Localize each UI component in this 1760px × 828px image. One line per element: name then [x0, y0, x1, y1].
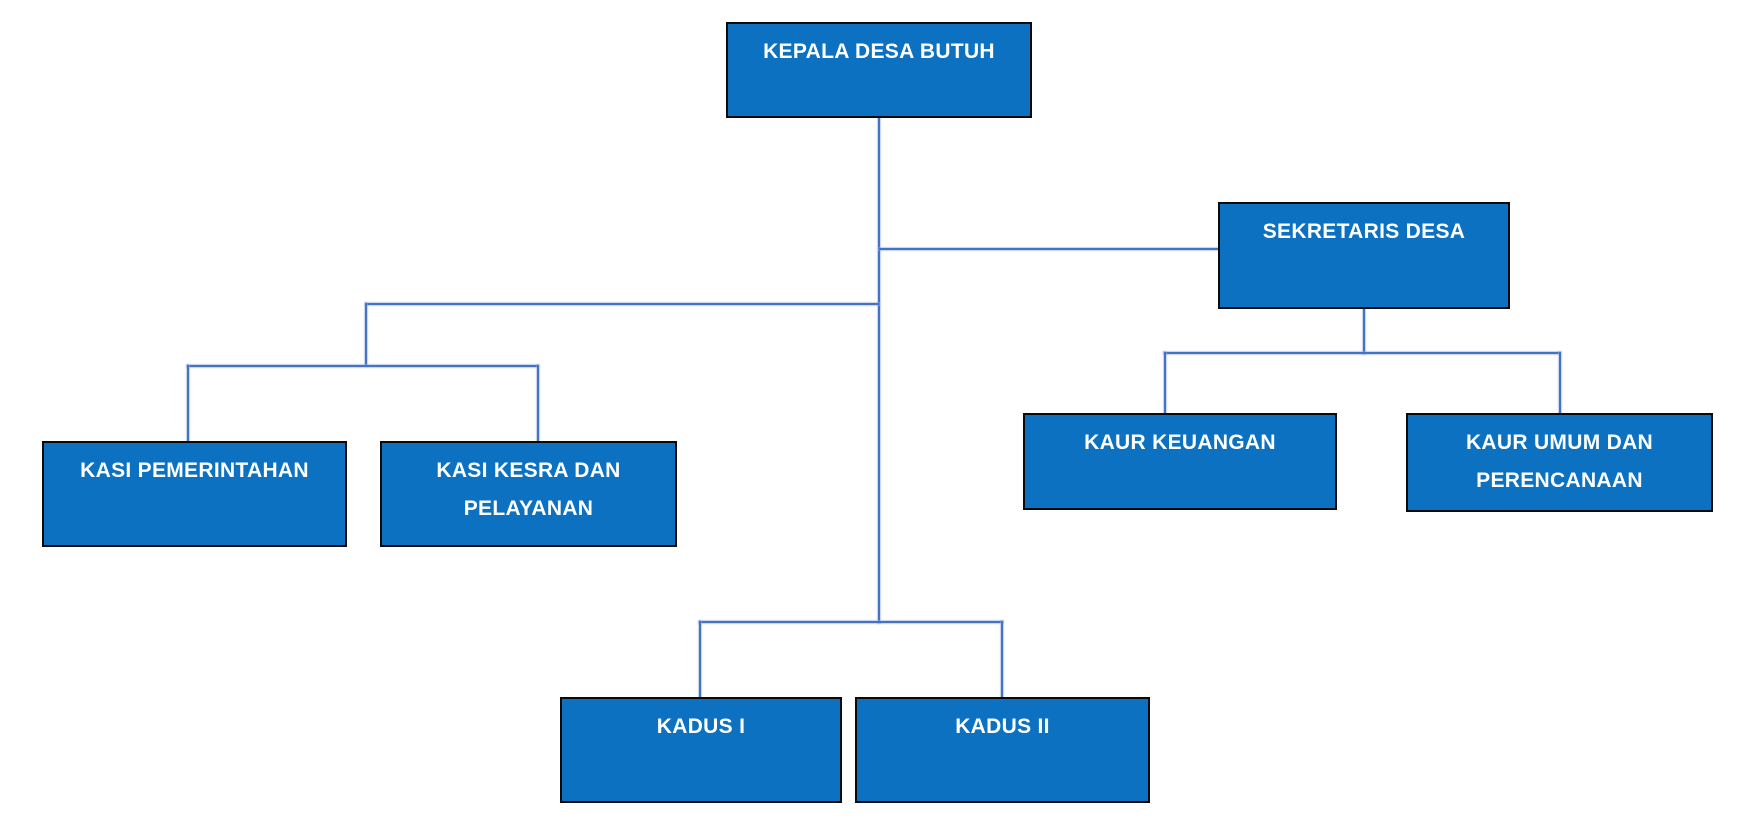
org-node-kadus-1-label: KADUS I [656, 715, 746, 738]
connector-left-branch-vertical [365, 303, 367, 366]
org-node-kasi-pemerintahan: KASI PEMERINTAHAN [42, 441, 347, 547]
org-node-kasi-kesra-label: KASI KESRA DAN PELAYANAN [436, 459, 621, 520]
connector-to-kaur-keuangan [1164, 352, 1166, 413]
org-node-kaur-umum-dan-perencanaan: KAUR UMUM DAN PERENCANAAN [1406, 413, 1713, 512]
connector-to-kaur-umum [1559, 352, 1561, 413]
connector-to-kasi-kesra [537, 365, 539, 441]
org-node-kaur-umum-label: KAUR UMUM DAN PERENCANAAN [1465, 431, 1654, 492]
connector-sekretaris-down [1363, 309, 1365, 354]
connector-kaur-bracket [1164, 352, 1560, 354]
connector-trunk-vertical [878, 118, 880, 623]
org-node-kasi-kesra-dan-pelayanan: KASI KESRA DAN PELAYANAN [380, 441, 677, 547]
connector-left-branch-horizontal [366, 303, 879, 305]
org-node-kepala-desa-label: KEPALA DESA BUTUH [763, 40, 995, 63]
connector-kasi-bracket [187, 365, 538, 367]
org-node-kadus-2: KADUS II [855, 697, 1150, 803]
org-node-kasi-pemerintahan-label: KASI PEMERINTAHAN [80, 459, 309, 482]
connector-to-sekretaris [879, 248, 1218, 250]
org-node-sekretaris-desa: SEKRETARIS DESA [1218, 202, 1510, 309]
org-node-sekretaris-desa-label: SEKRETARIS DESA [1262, 220, 1466, 243]
connector-kadus-bracket [699, 621, 1003, 623]
org-node-kadus-2-label: KADUS II [955, 715, 1050, 738]
org-node-kaur-keuangan-label: KAUR KEUANGAN [1084, 431, 1276, 454]
connector-to-kadus-1 [699, 621, 701, 697]
org-node-kaur-keuangan: KAUR KEUANGAN [1023, 413, 1337, 510]
org-node-kepala-desa: KEPALA DESA BUTUH [726, 22, 1032, 118]
org-node-kadus-1: KADUS I [560, 697, 842, 803]
connector-to-kadus-2 [1001, 621, 1003, 697]
connector-to-kasi-pemerintahan [187, 365, 189, 441]
